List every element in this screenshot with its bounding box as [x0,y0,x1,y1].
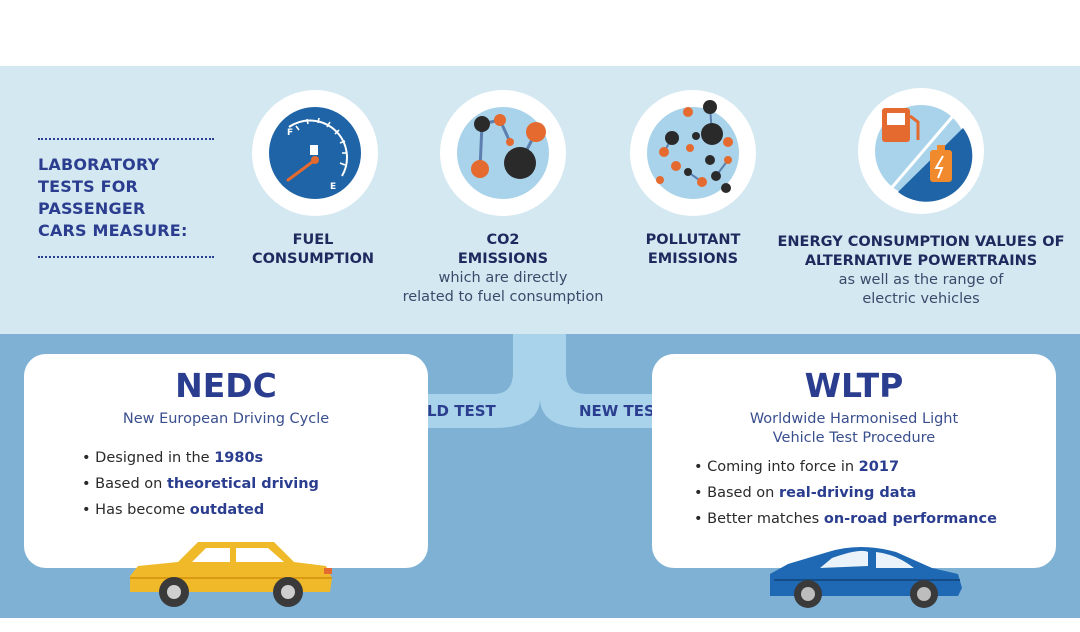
measure-co2-title-1: CO2 [486,232,520,248]
measure-fuel-title-1: FUEL [292,232,334,248]
fuel-gauge-icon: F E [252,90,378,216]
intro-block: LABORATORY TESTS FOR PASSENGER CARS MEAS… [38,138,218,258]
new-car-icon [770,547,962,608]
wltp-bullet-2: • Based on real-driving data [694,485,917,501]
measure-pollutant-title-2: EMISSIONS [647,251,739,267]
nedc-card: NEDC New European Driving Cycle • Design… [24,354,428,568]
wltp-bullet-3: • Better matches on-road performance [694,511,997,527]
nedc-bullet-1: • Designed in the 1980s [82,450,264,466]
measure-co2-label: CO2 EMISSIONS which are directly related… [380,231,626,307]
pollutant-molecules-icon [630,90,756,216]
gauge-full-label: F [287,128,293,138]
intro-line-4: CARS MEASURE: [38,221,188,240]
wltp-subtitle-1: Worldwide Harmonised Light [749,411,959,427]
old-car-icon [130,542,332,607]
wltp-bullet-1: • Coming into force in 2017 [694,459,900,475]
nedc-subtitle: New European Driving Cycle [122,411,330,427]
measure-co2-sub-1: which are directly [438,270,568,286]
test-split-arrows [382,334,698,440]
new-test-label: NEW TEST [578,402,666,420]
wltp-card: WLTP Worldwide Harmonised Light Vehicle … [652,354,1056,568]
gauge-empty-label: E [330,182,336,192]
measure-pollutant-title-1: POLLUTANT [645,232,741,248]
measure-energy-sub-1: as well as the range of [838,272,1004,288]
nedc-bullet-3: • Has become outdated [82,502,265,518]
fuel-pump-battery-icon [858,88,984,214]
old-test-label: OLD TEST [414,402,496,420]
nedc-bullets: • Designed in the 1980s • Based on theor… [82,449,428,520]
bottom-dotted-divider [38,256,214,258]
measure-co2-sub-2: related to fuel consumption [402,289,604,305]
intro-line-3: PASSENGER [38,199,146,218]
wltp-subtitle-2: Vehicle Test Procedure [772,430,936,446]
measure-energy-sub-2: electric vehicles [862,291,980,307]
intro-line-1: LABORATORY [38,155,160,174]
intro-line-2: TESTS FOR [38,177,139,196]
nedc-title: NEDC [175,366,277,405]
measure-co2-title-2: EMISSIONS [457,251,549,267]
measure-pollutant-label: POLLUTANT EMISSIONS [610,231,776,269]
measure-energy-label: ENERGY CONSUMPTION VALUES OF ALTERNATIVE… [776,233,1066,309]
measure-energy-title-1: ENERGY CONSUMPTION VALUES OF [777,234,1065,250]
measure-fuel-label: FUEL CONSUMPTION [230,231,396,269]
nedc-bullet-2: • Based on theoretical driving [82,476,319,492]
co2-molecule-icon [440,90,566,216]
measure-fuel-title-2: CONSUMPTION [251,251,375,267]
wltp-bullets: • Coming into force in 2017 • Based on r… [694,458,1056,529]
wltp-title: WLTP [804,366,904,405]
measure-energy-title-2: ALTERNATIVE POWERTRAINS [804,253,1038,269]
top-dotted-divider [38,138,214,140]
